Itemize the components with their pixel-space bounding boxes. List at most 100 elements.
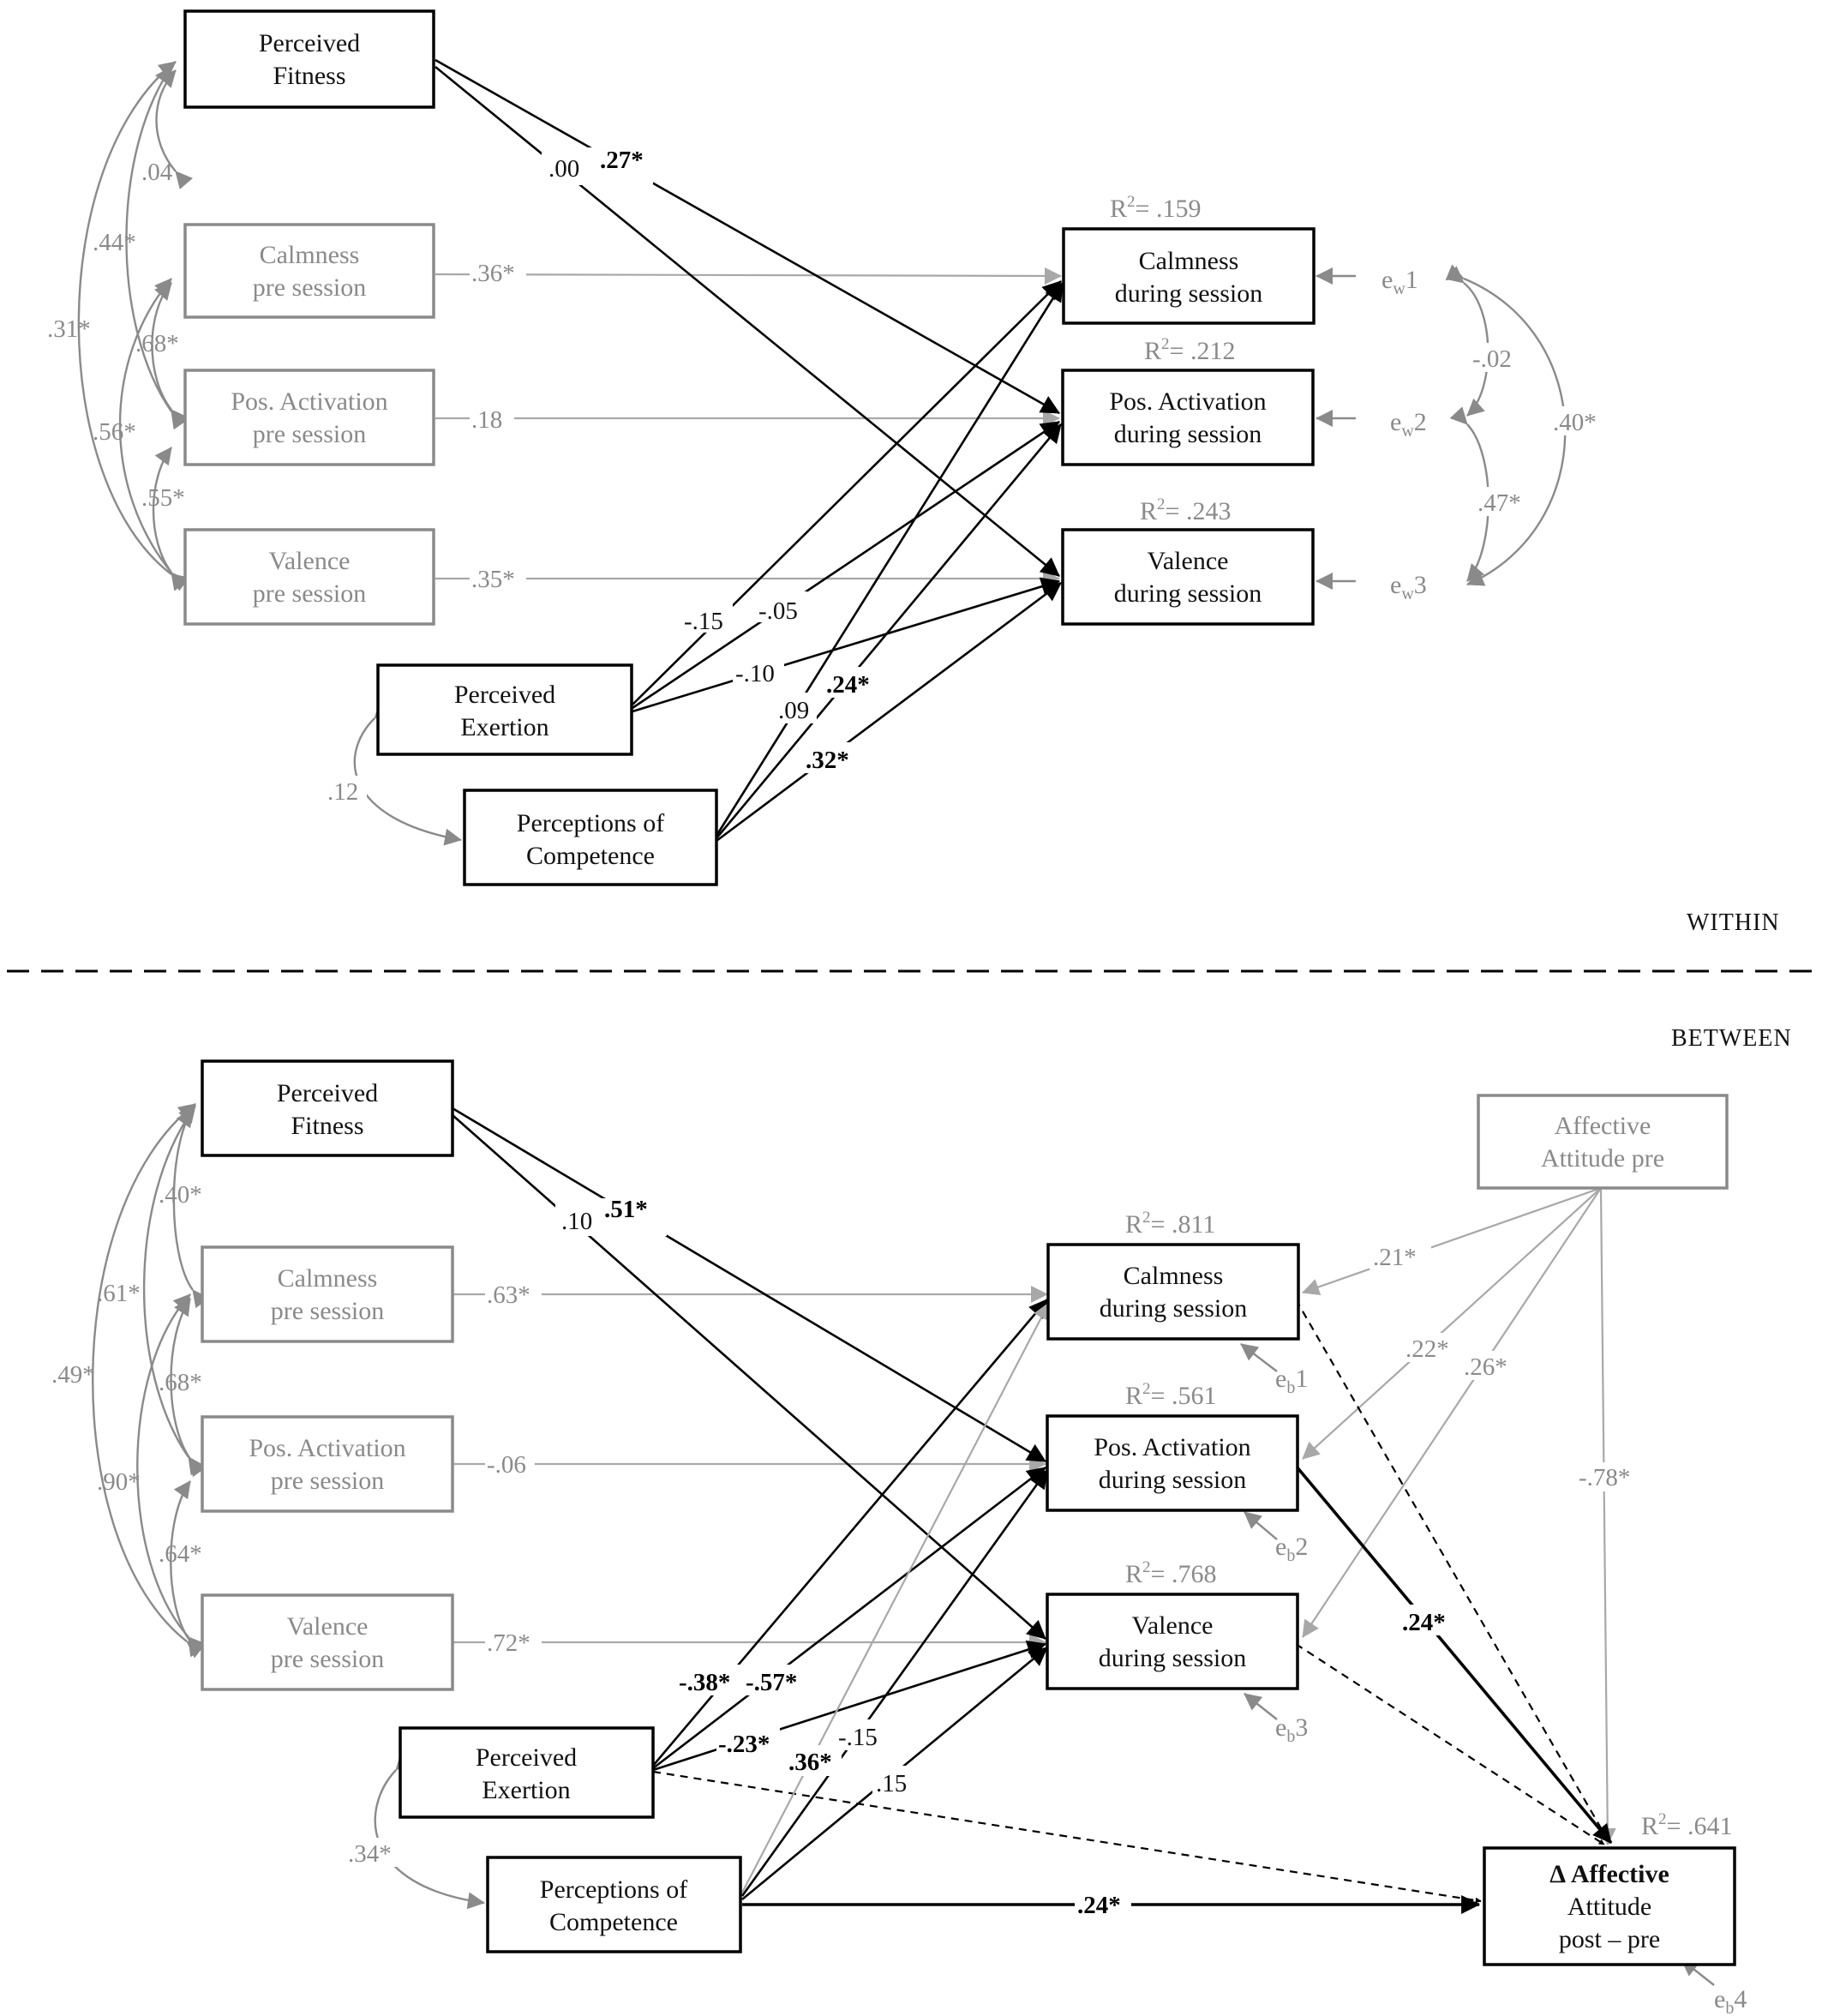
between-box-posact-pre-l2: pre session [271, 1467, 384, 1495]
within-box-competence: Perceptions of Competence [463, 789, 718, 886]
between-r2-posact: R2= .561 [1125, 1380, 1216, 1410]
between-ex-posact-label: -.57* [746, 1669, 797, 1696]
between-comp-posact-label: -.15 [838, 1724, 878, 1751]
within-comp-calm-path [715, 282, 1064, 837]
between-cov-ex-comp-label: .34* [348, 1840, 392, 1868]
between-box-posact-during-l2: during session [1099, 1466, 1247, 1494]
within-fit-val-path [435, 65, 1060, 578]
between-comp-label-bg1 [787, 1745, 842, 1776]
between-comp-label-bg2 [836, 1719, 888, 1750]
within-cov-posact-val-label: .55* [141, 484, 185, 512]
between-box-posact-during-l1: Pos. Activation [1094, 1433, 1250, 1461]
within-box-posact-pre: Pos. Activation pre session [183, 369, 435, 466]
between-box-posact-during: Pos. Activation during session [1046, 1414, 1299, 1512]
within-fit-posact-path [435, 58, 1060, 415]
between-comp-delta-label-bg [1075, 1889, 1131, 1920]
within-cov-e1-e2-label: -.02 [1472, 345, 1512, 373]
within-cov-fit-posact-label: .44* [93, 229, 136, 256]
between-box-val-pre: Valence pre session [201, 1593, 454, 1691]
between-cov-calm-posact-label: .68* [159, 1369, 202, 1396]
within-box-posact-during-l1: Pos. Activation [1109, 387, 1266, 416]
between-box-val-during: Valence during session [1046, 1593, 1299, 1690]
within-box-exertion: Perceived Exertion [376, 663, 633, 756]
between-box-fitness-l1: Perceived [277, 1079, 378, 1107]
within-comp-calm-label: .09 [778, 697, 809, 724]
within-cov-fitness-val-arc [77, 61, 190, 591]
between-ex-label-bg2 [744, 1665, 807, 1695]
between-aff-calm-path [1302, 1186, 1602, 1296]
within-ex-posact-path [632, 420, 1060, 710]
between-cov-posact-val-arc [170, 1480, 205, 1658]
within-cov-calm-posact-label: .68* [135, 330, 179, 357]
between-ex-label-bg3 [716, 1726, 780, 1757]
within-cov-e1-e3-arc [1445, 264, 1567, 586]
between-e3-arrow [1244, 1693, 1278, 1720]
between-comp-val-label: .15 [876, 1770, 907, 1797]
within-panel: .04 .44* .31* .68* .56* .55* .36* .18 .3… [47, 9, 1780, 936]
between-aff-delta-label-bg [1577, 1462, 1639, 1491]
between-fit-val-path [452, 1114, 1046, 1640]
within-box-exertion-l1: Perceived [454, 681, 555, 709]
between-aff-delta-label: -.78* [1579, 1464, 1630, 1491]
between-calm-label-bg [485, 1277, 542, 1308]
within-box-calm-during: Calmness during session [1062, 227, 1316, 325]
between-cov-fit-val-label: .49* [51, 1361, 95, 1389]
within-comp-posact-path [716, 423, 1062, 839]
between-posact-delta-label-bg [1400, 1605, 1455, 1635]
between-r2-val: R2= .768 [1125, 1558, 1216, 1588]
within-cov-e1-e3-label: .40* [1553, 409, 1597, 436]
within-comp-label-bg1 [776, 693, 817, 723]
between-fit-posact-path [452, 1107, 1046, 1463]
within-box-posact-during: Pos. Activation during session [1061, 369, 1315, 466]
between-box-calm-during: Calmness during session [1046, 1243, 1300, 1341]
between-panel: BETWEEN .40* .61* .49* .68* .90* .64* .6… [51, 1025, 1791, 2016]
between-box-calm-during-l2: during session [1100, 1294, 1248, 1323]
between-box-posact-pre-l1: Pos. Activation [249, 1434, 405, 1462]
within-fit-calm-label: .00 [548, 155, 579, 183]
within-box-posact-during-l2: during session [1114, 420, 1262, 448]
within-ex-posact-label: -.05 [758, 597, 798, 625]
within-box-calm-pre-l2: pre session [253, 273, 366, 302]
between-box-val-pre-l2: pre session [271, 1645, 384, 1673]
between-aff-posact-label: .22* [1405, 1335, 1449, 1363]
within-cov-e1-e2-label-bg [1471, 343, 1524, 372]
between-calm-delta-path [1295, 1299, 1610, 1844]
within-box-calm-pre: Calmness pre session [183, 223, 435, 319]
between-posact-delta-label: .24* [1402, 1609, 1446, 1636]
between-box-competence-l2: Competence [549, 1908, 678, 1936]
between-box-competence: Perceptions of Competence [486, 1856, 742, 1953]
within-comp-label-bg2 [824, 667, 878, 698]
within-cov-e1-e3-label-bg [1551, 406, 1603, 435]
within-cov-calm-val-arc [118, 278, 189, 591]
between-box-affective-pre: Affective Attitude pre [1477, 1094, 1729, 1190]
between-aff-delta-path [1598, 1187, 1616, 1845]
within-box-val-pre-l2: pre session [253, 579, 366, 608]
within-box-fitness: Perceived Fitness [183, 9, 435, 109]
within-box-calm-during-l2: during session [1115, 279, 1263, 308]
between-cov-ex-comp-label-bg [346, 1838, 401, 1867]
within-cov-e2-e3-label-bg [1476, 487, 1529, 516]
within-cov-fitness-posact-arc [125, 66, 189, 430]
between-e1-label: eb1 [1275, 1365, 1308, 1397]
between-aff-posact-path [1302, 1187, 1602, 1460]
between-ex-delta-path [652, 1770, 1482, 1904]
between-comp-calm-path [741, 1302, 1050, 1893]
between-box-affective-pre-l2: Attitude pre [1541, 1144, 1664, 1173]
within-r2-calm: R2= .159 [1110, 193, 1201, 223]
within-box-calm-during-l1: Calmness [1139, 247, 1239, 275]
within-cov-posact-val-arc [152, 447, 189, 591]
between-comp-posact-path [740, 1469, 1049, 1897]
between-box-calm-pre-l2: pre session [271, 1297, 384, 1325]
between-box-delta-l2: Attitude [1567, 1893, 1651, 1921]
within-posact-label-bg [470, 401, 514, 432]
within-ex-calm-path [632, 280, 1062, 705]
between-box-calm-during-l1: Calmness [1124, 1262, 1224, 1290]
between-cov-calm-val-arc [136, 1293, 207, 1655]
between-box-val-pre-l1: Valence [287, 1612, 369, 1641]
within-val-label-bg [470, 561, 526, 592]
within-box-exertion-l2: Exertion [460, 713, 548, 741]
between-cov-fit-calm-label: .40* [159, 1181, 202, 1209]
within-box-fitness-l1: Perceived [259, 29, 360, 57]
within-section-label: WITHIN [1687, 909, 1780, 936]
between-box-fitness-l2: Fitness [291, 1112, 363, 1140]
